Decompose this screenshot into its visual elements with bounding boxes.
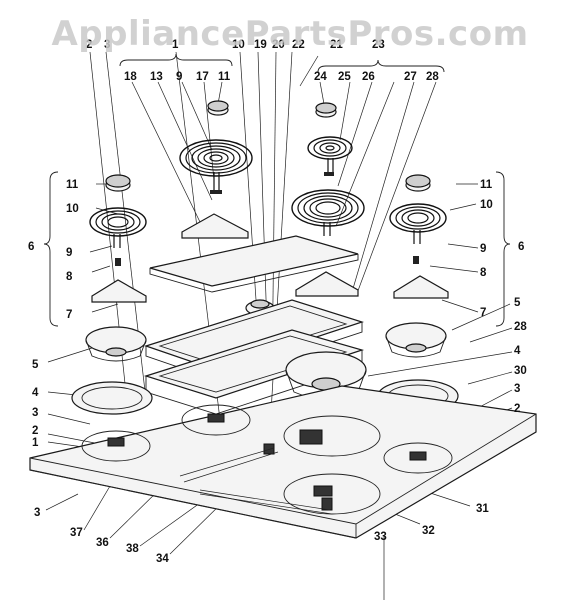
callout-1-left: 1: [32, 437, 39, 449]
callout-11-left: 11: [66, 179, 79, 191]
callout-18: 18: [124, 71, 137, 83]
callout-24: 24: [314, 71, 327, 83]
bracket-mid-right: [295, 271, 359, 297]
callout-10-top: 10: [232, 39, 245, 51]
callout-38: 38: [126, 543, 139, 555]
callout-36: 36: [96, 537, 109, 549]
bracket-top: [181, 213, 249, 239]
callout-7-left: 7: [66, 309, 72, 321]
callout-8-right: 8: [480, 267, 487, 279]
callout-5-right: 5: [514, 297, 521, 309]
callout-4-right: 4: [514, 345, 521, 357]
callout-7-right: 7: [480, 307, 486, 319]
drip-bowl-center: [285, 351, 367, 400]
bracket-left: [91, 279, 147, 303]
callout-9-left: 9: [66, 247, 72, 259]
callout-27: 27: [404, 71, 417, 83]
callout-23-top: 23: [372, 39, 385, 51]
callout-2-right: 2: [514, 403, 520, 415]
callout-1-top: 1: [172, 39, 179, 51]
terminal-clips: [115, 172, 419, 266]
callout-3-left: 3: [32, 407, 38, 419]
callout-labels: 2 3 1 10 19 20 22 21 23 18 13 9 17 11 24…: [28, 39, 527, 565]
top-right-bracket: [317, 59, 445, 73]
callout-28-right: 28: [514, 321, 527, 333]
callout-25: 25: [338, 71, 351, 83]
knob-left: [105, 174, 131, 192]
callout-31: 31: [476, 503, 489, 515]
drip-bowl-right: [385, 322, 447, 358]
small-coil-top-right: [307, 136, 353, 172]
right-side-bracket: [495, 171, 511, 327]
large-coil-element: [179, 139, 253, 190]
callout-17: 17: [196, 71, 209, 83]
coil-right: [389, 203, 447, 244]
wiring: [179, 447, 333, 515]
callout-28-top: 28: [426, 71, 439, 83]
callout-2-left: 2: [32, 425, 38, 437]
left-side-bracket: [43, 171, 59, 327]
callout-2-top: 2: [86, 39, 92, 51]
callout-19-top: 19: [254, 39, 267, 51]
coil-left: [89, 207, 147, 248]
callout-11-right: 11: [480, 179, 493, 191]
knob-top-left: [207, 100, 229, 116]
callout-3-top: 3: [104, 39, 110, 51]
callout-6-left: 6: [28, 241, 34, 253]
cooktop-glass-panel: [149, 235, 359, 293]
bracket-right: [393, 275, 449, 299]
callout-13: 13: [150, 71, 163, 83]
callout-34: 34: [156, 553, 169, 565]
callout-33: 33: [374, 531, 387, 543]
large-coil-right: [291, 189, 365, 236]
callout-5-left: 5: [32, 359, 39, 371]
callout-4-left: 4: [32, 387, 39, 399]
drip-bowl-left: [85, 326, 147, 362]
callout-3-bottom: 3: [34, 507, 40, 519]
callout-20-top: 20: [272, 39, 285, 51]
cooktop-main-body: [29, 385, 537, 539]
callout-9-right: 9: [480, 243, 486, 255]
callout-8-left: 8: [66, 271, 73, 283]
callout-11-top: 11: [218, 71, 231, 83]
knob-top-right: [315, 102, 337, 118]
receptacles: [107, 413, 427, 511]
callout-37: 37: [70, 527, 83, 539]
knob-right: [405, 174, 431, 192]
callout-10-left: 10: [66, 203, 79, 215]
callout-30: 30: [514, 365, 527, 377]
top-left-bracket: [119, 53, 233, 67]
callout-3-right: 3: [514, 383, 520, 395]
callout-32: 32: [422, 525, 435, 537]
trim-ring-left: [71, 381, 153, 415]
callout-9-top: 9: [176, 71, 182, 83]
callout-10-right: 10: [480, 199, 493, 211]
callout-26: 26: [362, 71, 375, 83]
callout-21-top: 21: [330, 39, 343, 51]
callout-22-top: 22: [292, 39, 305, 51]
callout-6-right: 6: [518, 241, 524, 253]
